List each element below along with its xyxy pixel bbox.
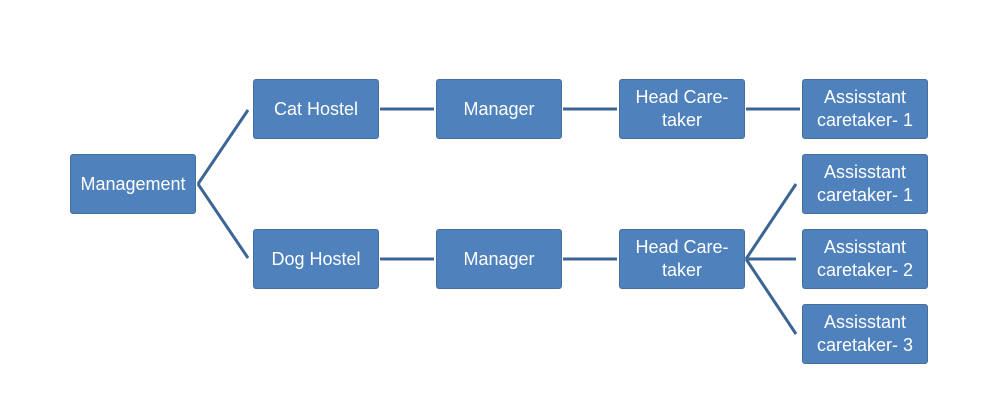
- node-management-label: Management: [80, 173, 186, 194]
- node-cat-hostel-label: Cat Hostel: [273, 98, 359, 119]
- node-dog-assistant-1: Assisstant caretaker- 1: [802, 154, 928, 214]
- node-cat-hostel: Cat Hostel: [253, 79, 379, 139]
- node-management: Management: [70, 154, 196, 214]
- node-dog-assistant-2: Assisstant caretaker- 2: [802, 229, 928, 289]
- node-dog-head-caretaker-label: Head Care- taker: [635, 237, 729, 280]
- node-cat-manager: Manager: [436, 79, 562, 139]
- connector-dog-head-assistant-1: [744, 183, 798, 260]
- node-dog-assistant-2-label: Assisstant caretaker- 2: [816, 237, 914, 280]
- node-dog-assistant-1-label: Assisstant caretaker- 1: [816, 162, 914, 205]
- node-cat-manager-label: Manager: [463, 98, 535, 119]
- node-dog-head-caretaker: Head Care- taker: [619, 229, 745, 289]
- node-cat-head-caretaker: Head Care- taker: [619, 79, 745, 139]
- connector-management-dog: [196, 183, 250, 259]
- node-cat-assistant-1: Assisstant caretaker- 1: [802, 79, 928, 139]
- node-dog-hostel-label: Dog Hostel: [271, 248, 361, 269]
- node-dog-assistant-3: Assisstant caretaker- 3: [802, 304, 928, 364]
- node-dog-manager-label: Manager: [463, 248, 535, 269]
- connector-management-cat: [196, 109, 250, 185]
- node-cat-assistant-1-label: Assisstant caretaker- 1: [816, 87, 914, 130]
- node-dog-manager: Manager: [436, 229, 562, 289]
- node-dog-hostel: Dog Hostel: [253, 229, 379, 289]
- connector-dog-head-assistant-3: [744, 258, 798, 335]
- node-dog-assistant-3-label: Assisstant caretaker- 3: [816, 312, 914, 355]
- node-cat-head-caretaker-label: Head Care- taker: [635, 87, 729, 130]
